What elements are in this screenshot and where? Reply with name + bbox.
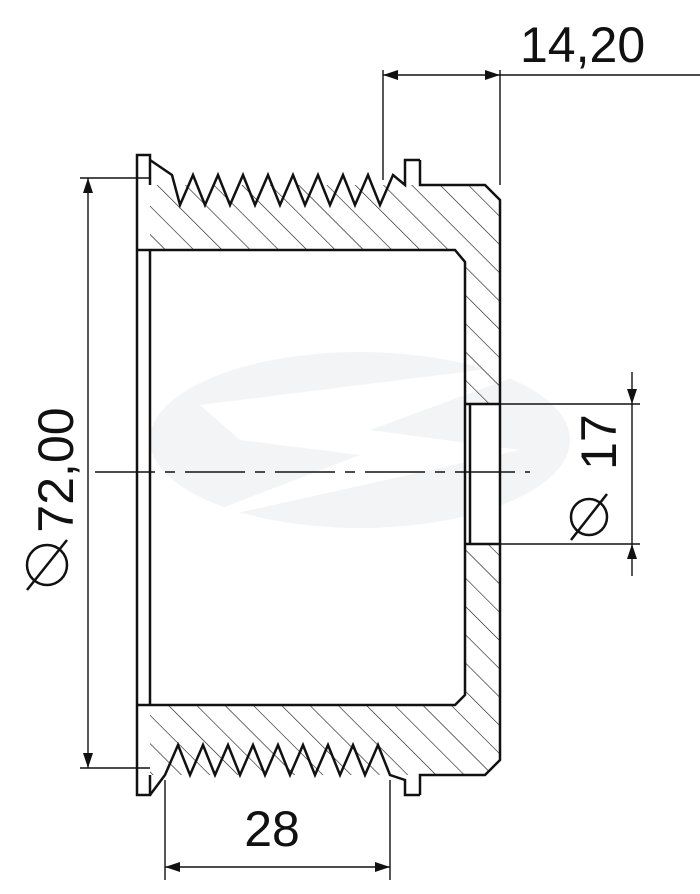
outer-diameter-value: 72,00 (28, 407, 84, 532)
groove-width-dimension: 28 (164, 780, 391, 880)
bore-hole (466, 404, 500, 544)
length-dimension: 14,20 (382, 17, 700, 185)
bore-diameter-dimension: 17 (500, 372, 640, 576)
groove-width-value: 28 (244, 801, 300, 857)
outer-diameter-dimension: 72,00 (25, 177, 150, 769)
pulley-section-hatch (150, 185, 500, 775)
diameter-symbol-icon (25, 539, 69, 591)
pulley-outline (135, 153, 502, 797)
length-dimension-value: 14,20 (520, 17, 645, 73)
bore-diameter-value: 17 (571, 414, 627, 470)
watermark-logo (150, 352, 570, 528)
diameter-symbol-icon (569, 493, 609, 541)
